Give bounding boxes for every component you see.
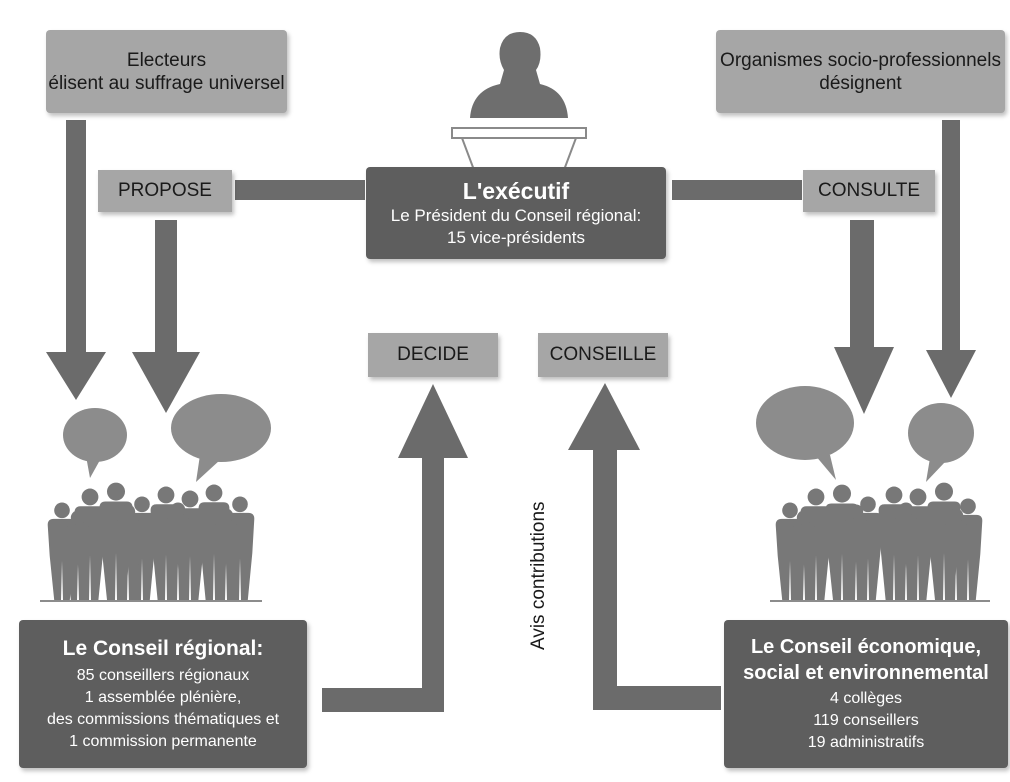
speaker-at-podium-icon bbox=[451, 32, 587, 171]
connector-consulte bbox=[672, 180, 802, 200]
conseille-label: CONSEILLE bbox=[538, 333, 668, 377]
arrow-propose-down bbox=[132, 220, 200, 413]
speech-bubble-left-2 bbox=[171, 394, 271, 482]
speech-bubble-right-1 bbox=[756, 386, 854, 480]
arrow-decide-up bbox=[322, 384, 468, 712]
executif-line1: Le Président du Conseil régional: bbox=[390, 205, 642, 225]
executif-title: L'exécutif bbox=[462, 177, 570, 204]
propose-label: PROPOSE bbox=[98, 170, 232, 212]
conseil-regional-title: Le Conseil régional: bbox=[62, 637, 264, 660]
executif-line2: 15 vice-présidents bbox=[447, 227, 585, 247]
executif-box: L'exécutif Le Président du Conseil régio… bbox=[366, 167, 666, 259]
cese-line: 19 administratifs bbox=[807, 734, 925, 751]
electeurs-line2: élisent au suffrage universel bbox=[48, 72, 285, 94]
cese-box: Le Conseil économique, social et environ… bbox=[724, 620, 1008, 768]
cese-line: 4 collèges bbox=[829, 690, 903, 707]
crowd-left-icon bbox=[47, 482, 255, 600]
consulte-label: CONSULTE bbox=[803, 170, 935, 212]
cese-line: 119 conseillers bbox=[813, 712, 919, 729]
arrow-conseille-up bbox=[568, 383, 721, 710]
crowd-right-icon bbox=[775, 482, 983, 600]
electeurs-line1: Electeurs bbox=[126, 49, 207, 71]
connector-propose bbox=[235, 180, 365, 200]
cese-title-1: Le Conseil économique, bbox=[750, 636, 982, 658]
conseil-regional-box: Le Conseil régional: 85 conseillers régi… bbox=[19, 620, 307, 768]
organismes-box: Organismes socio-professionnels désignen… bbox=[716, 30, 1005, 113]
cese-title-2: social et environnemental bbox=[743, 662, 989, 684]
conseil-regional-line: des commissions thématiques et bbox=[46, 711, 280, 728]
conseil-regional-line: 1 commission permanente bbox=[69, 733, 257, 750]
arrow-organismes-down bbox=[926, 120, 976, 398]
organismes-line2: désignent bbox=[819, 72, 902, 94]
arrow-consulte-down bbox=[834, 220, 894, 414]
conseil-regional-line: 1 assemblée plénière, bbox=[84, 689, 242, 706]
speech-bubble-left-1 bbox=[63, 408, 127, 478]
organismes-line1: Organismes socio-professionnels bbox=[720, 49, 1001, 71]
conseil-regional-line: 85 conseillers régionaux bbox=[76, 667, 250, 684]
electeurs-box: Electeurs élisent au suffrage universel bbox=[46, 30, 287, 113]
decide-label: DECIDE bbox=[368, 333, 498, 377]
arrow-electeurs-down bbox=[46, 120, 106, 400]
avis-contributions-label: Avis contributions bbox=[528, 501, 549, 650]
speech-bubble-right-2 bbox=[908, 403, 974, 482]
